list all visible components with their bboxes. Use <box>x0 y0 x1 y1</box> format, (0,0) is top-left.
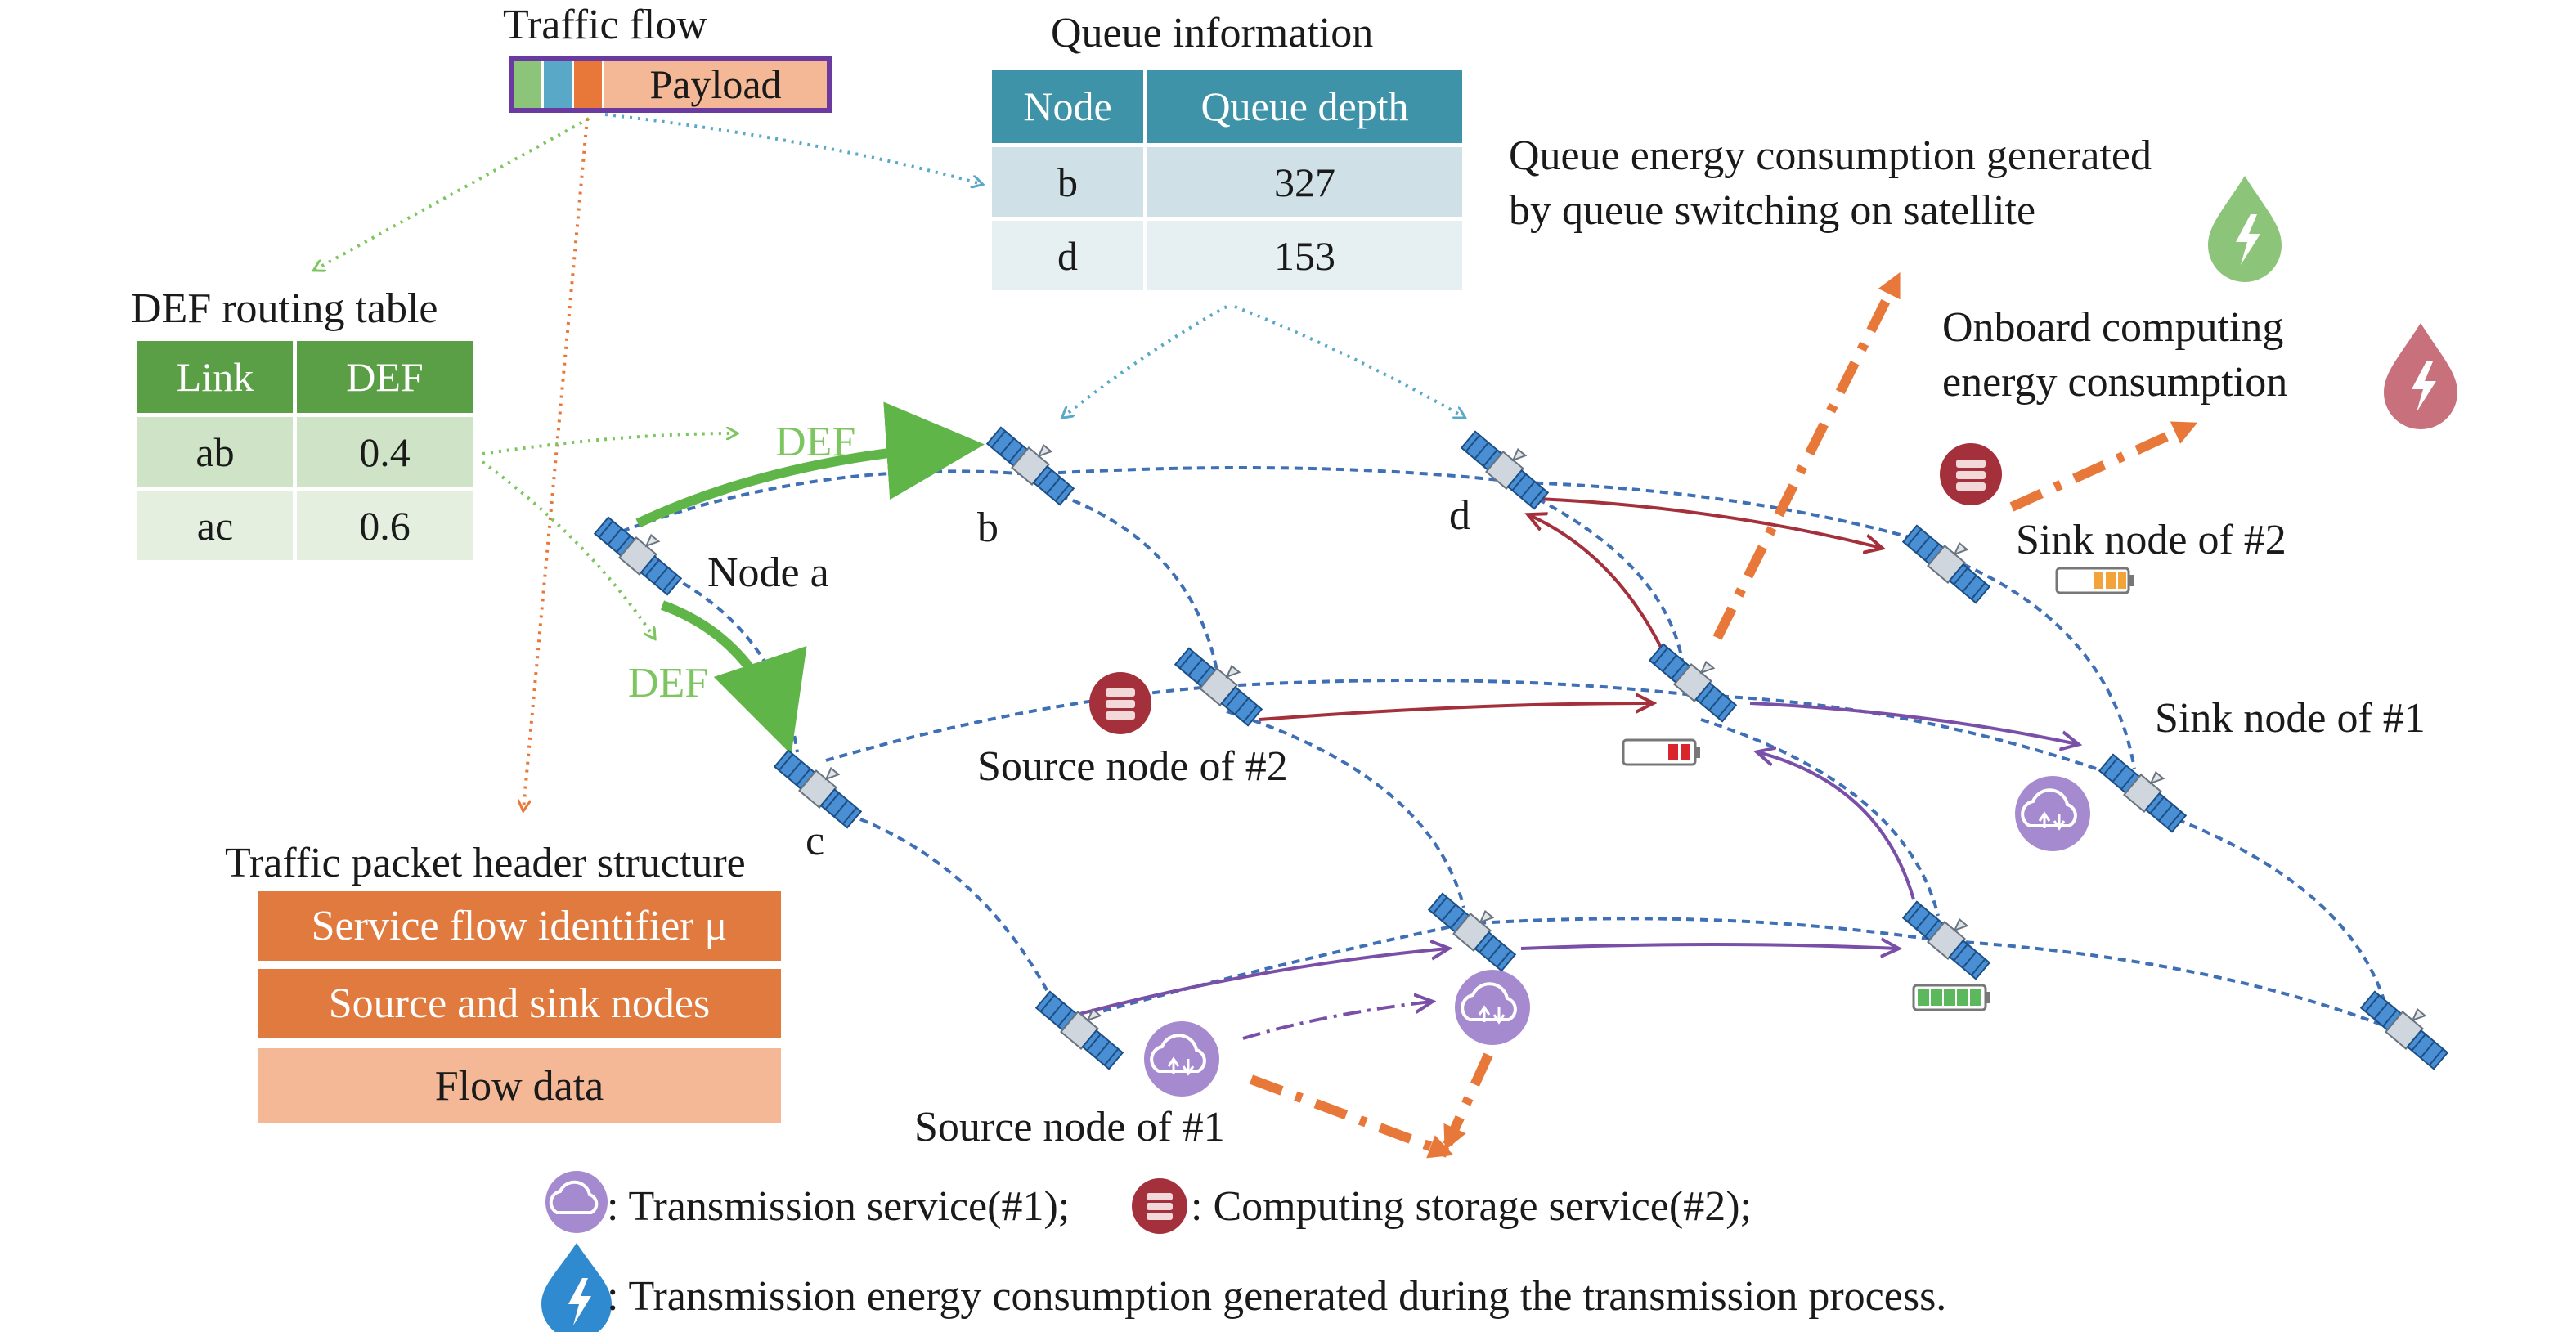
energy-arrow-trans1 <box>1249 1074 1454 1159</box>
energy-arrow-compute <box>2009 420 2198 512</box>
queue-energy-label-line2: by queue switching on satellite <box>1509 187 2036 234</box>
computing-energy-drop-icon <box>2384 323 2457 429</box>
def-row-value: 0.4 <box>297 417 473 487</box>
queue-row-node: b <box>992 147 1143 217</box>
purple-arrow-src1 <box>1079 949 1447 1016</box>
satellite-far-right <box>2358 981 2453 1072</box>
traffic-flow-packet: Payload <box>509 56 832 113</box>
dotted-traffic-to-queue <box>604 113 981 184</box>
red-arrow-source2 <box>1259 703 1652 721</box>
packet-payload: Payload <box>604 61 827 108</box>
def-row-link: ab <box>137 417 293 487</box>
def-label-bottom: DEF <box>628 660 709 706</box>
purple-arrow-mid <box>1520 944 1897 949</box>
def-header-def: DEF <box>297 341 473 413</box>
queue-info-title: Queue information <box>1051 10 1374 56</box>
transmission-energy-drop-icon <box>541 1243 612 1332</box>
node-a-label: Node a <box>707 549 829 596</box>
def-arrow-ab <box>635 401 985 528</box>
packet-field-green <box>514 61 544 108</box>
red-arrow-d-sink2 <box>1537 497 1881 548</box>
source1-label: Source node of #1 <box>914 1104 1225 1150</box>
queue-header-node: Node <box>992 70 1143 143</box>
queue-energy-drop-icon <box>2208 176 2282 282</box>
compute-energy-label-line2: energy consumption <box>1942 359 2288 406</box>
def-row-link: ac <box>137 491 293 560</box>
node-d-label: d <box>1449 492 1470 539</box>
legend-transmission-icon <box>545 1171 608 1233</box>
header-structure-title: Traffic packet header structure <box>225 840 746 886</box>
legend-computing-text: : Computing storage service(#2); <box>1191 1183 1752 1230</box>
sink2-label: Sink node of #2 <box>2016 517 2287 563</box>
packet-field-orange <box>574 61 604 108</box>
legend-energy-text: : Transmission energy consumption genera… <box>607 1273 1947 1320</box>
satellite-sink2 <box>1901 515 1995 606</box>
purple-arrow-to-sink1 <box>1749 702 2077 744</box>
legend-transmission-text: : Transmission service(#1); <box>607 1183 1070 1230</box>
satellite-middle <box>1647 634 1742 724</box>
legend-computing-icon <box>1132 1178 1187 1234</box>
header-row-flow-id: Service flow identifier μ <box>258 891 781 961</box>
battery-middle-icon <box>1622 738 1700 766</box>
dotted-def-to-b <box>482 433 736 455</box>
def-header-link: Link <box>137 341 293 413</box>
node-b-label: b <box>977 505 999 551</box>
energy-arrow-trans2 <box>1443 1052 1493 1151</box>
def-label-top: DEF <box>775 419 856 465</box>
def-table-title: DEF routing table <box>131 285 438 332</box>
satellite-source1 <box>1034 981 1129 1072</box>
header-row-source-sink: Source and sink nodes <box>258 969 781 1038</box>
queue-info-table: Node Queue depth b 327 d 153 <box>988 65 1466 294</box>
battery-lower-right-icon <box>1912 984 1990 1011</box>
dotted-def-to-c <box>481 460 654 638</box>
queue-row-depth: 153 <box>1147 221 1462 290</box>
satellite-sink1 <box>2097 744 2192 835</box>
def-row-value: 0.6 <box>297 491 473 560</box>
node-c-label: c <box>806 818 825 864</box>
computing-service-icon-sink2 <box>1940 443 2002 505</box>
def-routing-table: Link DEF ab 0.4 ac 0.6 <box>133 337 477 564</box>
dotted-traffic-to-def <box>315 117 590 270</box>
queue-header-depth: Queue depth <box>1147 70 1462 143</box>
battery-sink2-icon <box>2055 567 2134 594</box>
transmission-service-icon-source1 <box>1144 1021 1219 1097</box>
purple-dashdot-arrow <box>1242 1002 1431 1040</box>
queue-row-depth: 327 <box>1147 147 1462 217</box>
source2-label: Source node of #2 <box>977 743 1288 790</box>
traffic-flow-title: Traffic flow <box>503 2 707 48</box>
satellite-node-b <box>985 417 1079 508</box>
compute-energy-label-line1: Onboard computing <box>1942 304 2284 351</box>
dotted-queue-to-b <box>1063 305 1227 417</box>
sink1-label: Sink node of #1 <box>2155 695 2426 742</box>
purple-arrow-up <box>1758 752 1915 900</box>
computing-service-icon-source2 <box>1089 672 1151 734</box>
transmission-service-icon-sink1 <box>2015 776 2090 851</box>
transmission-service-icon-center <box>1455 970 1530 1045</box>
def-arrow-ac <box>660 600 807 755</box>
queue-energy-label-line1: Queue energy consumption generated <box>1509 132 2152 179</box>
header-row-flow-data: Flow data <box>258 1048 781 1123</box>
satellite-node-d <box>1459 421 1554 512</box>
satellite-source2 <box>1173 638 1268 729</box>
dotted-queue-to-d <box>1234 305 1464 417</box>
energy-arrow-queue <box>1712 271 1902 640</box>
dotted-traffic-to-header <box>523 118 589 810</box>
packet-field-teal <box>544 61 574 108</box>
red-arrow-up-d <box>1529 515 1670 663</box>
queue-row-node: d <box>992 221 1143 290</box>
